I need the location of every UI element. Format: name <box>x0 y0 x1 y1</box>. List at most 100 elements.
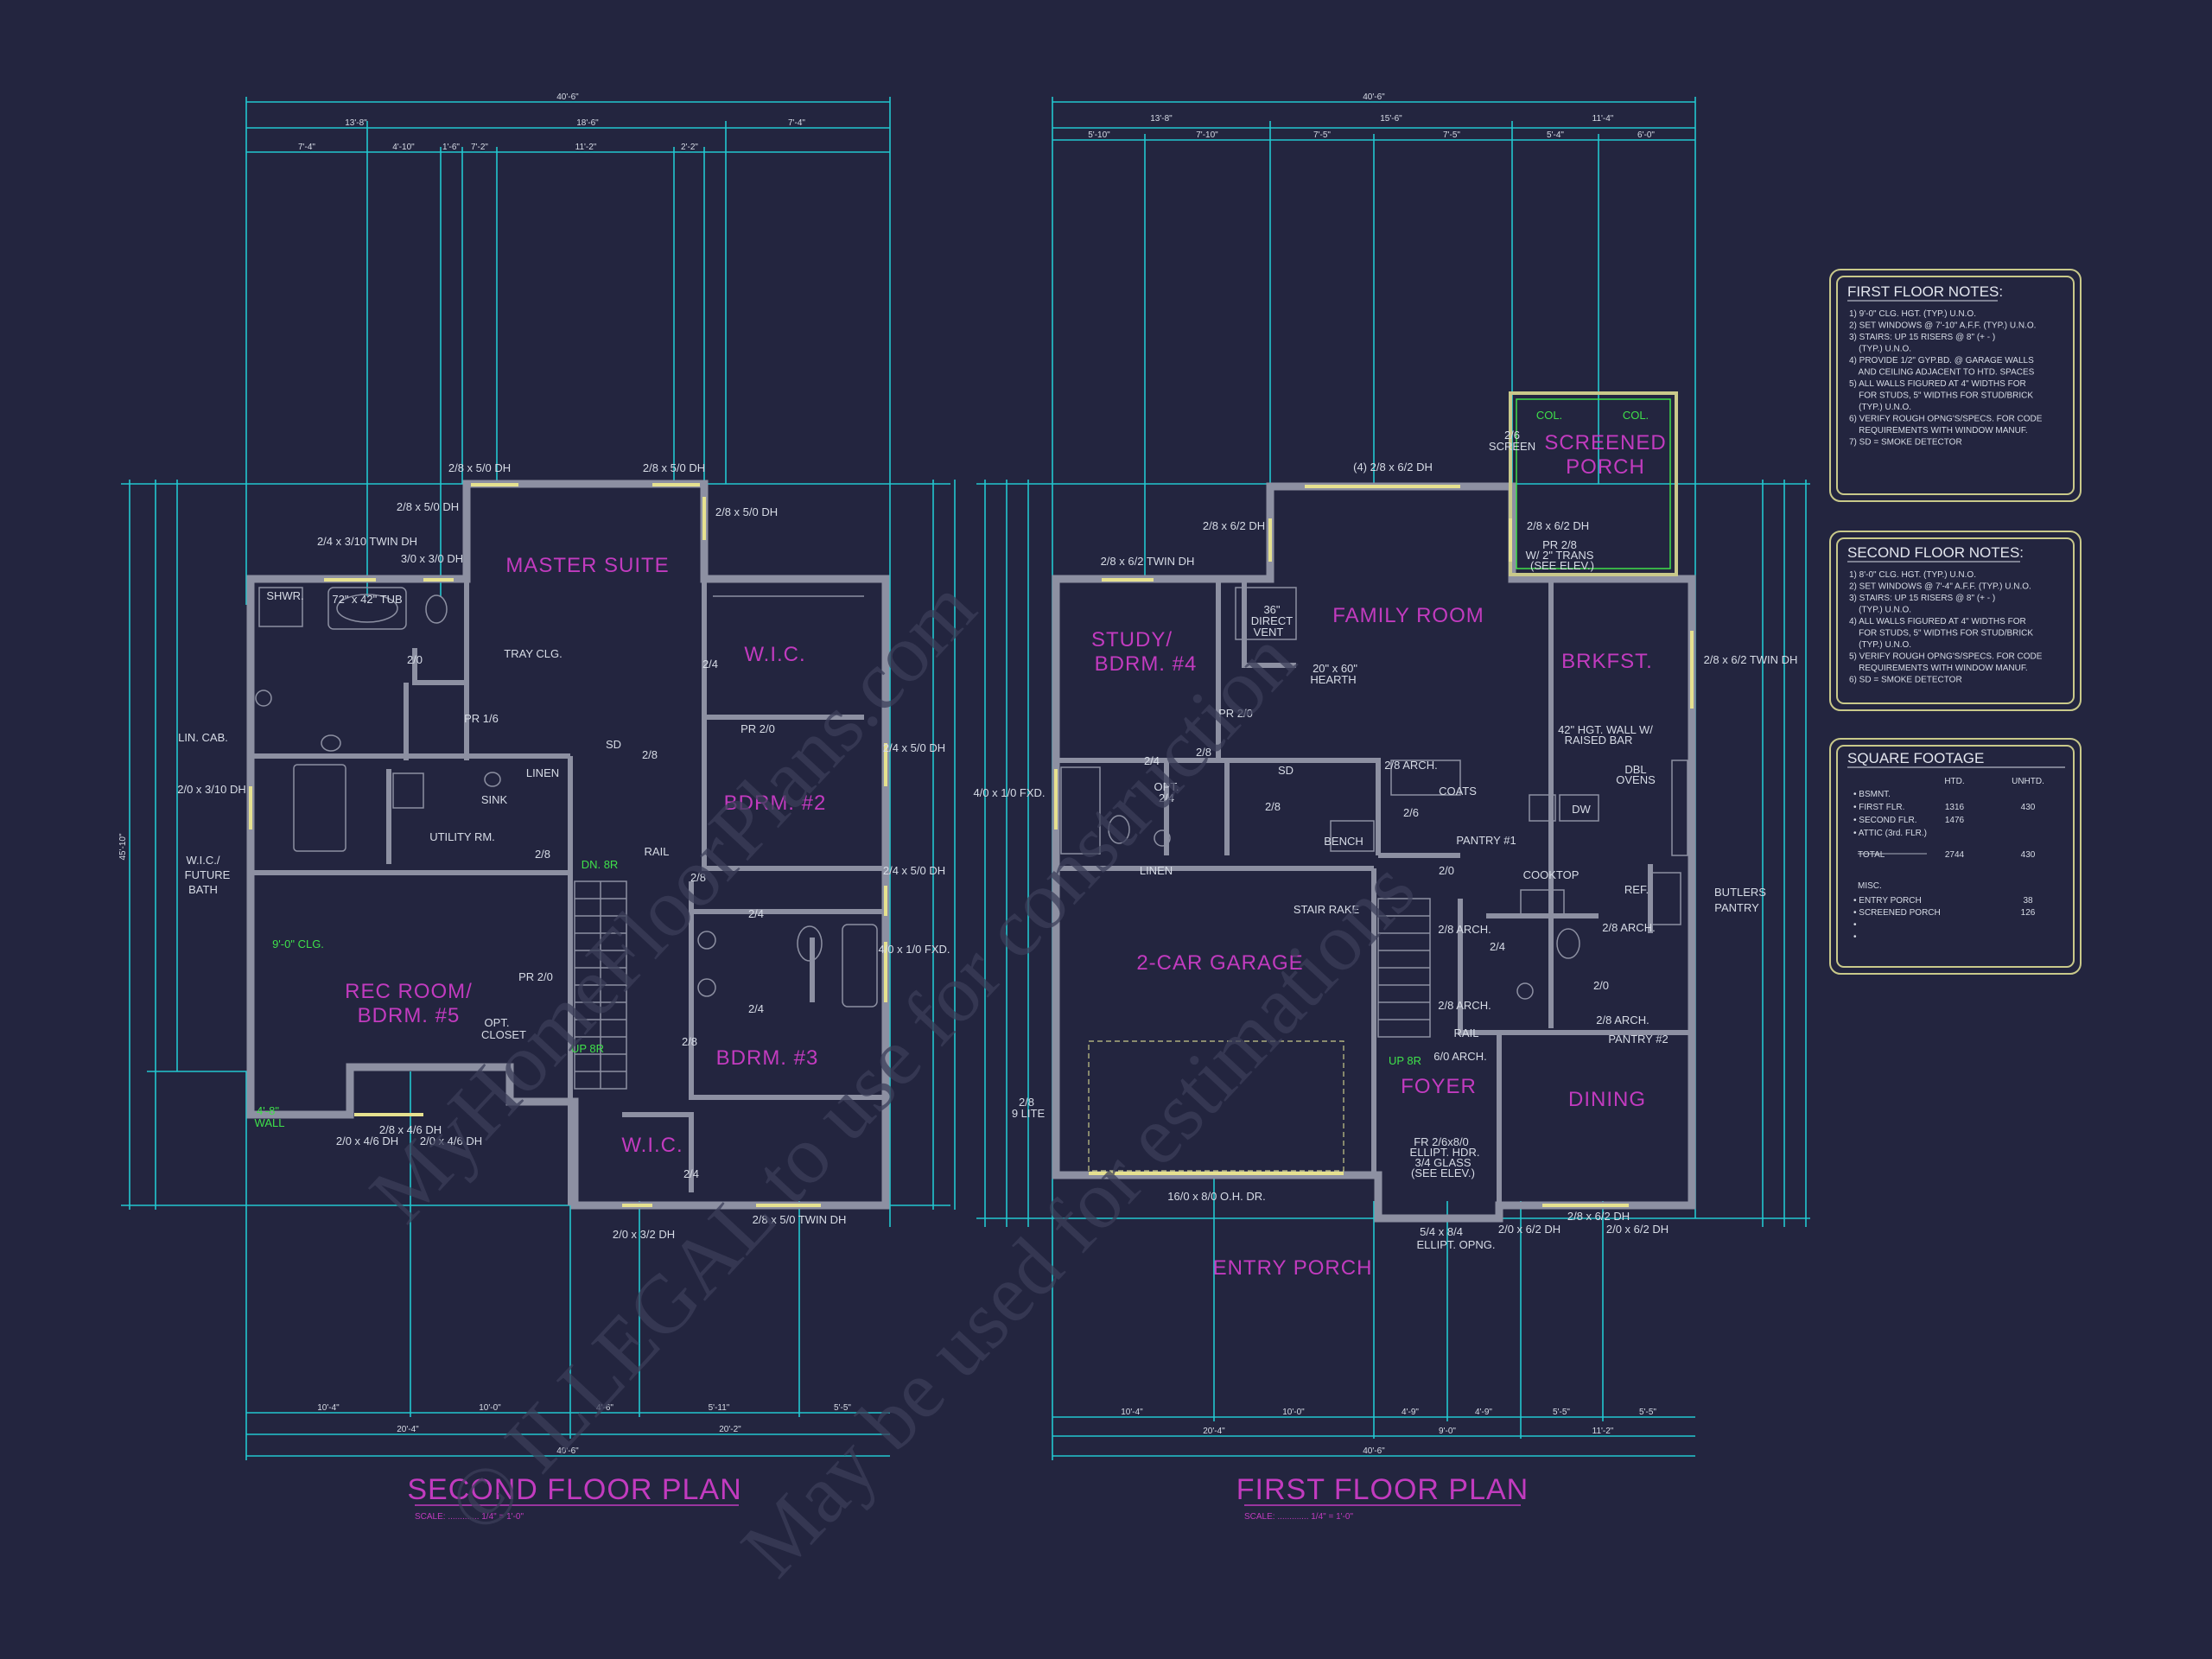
label: 2/8 ARCH. <box>1438 999 1491 1012</box>
sqft-col-htd: HTD. <box>1944 777 1964 786</box>
ff-top-dim: 15'-6" <box>1380 114 1402 124</box>
sqft-misc-label: • <box>1853 920 1857 930</box>
label: PR 1/6 <box>464 712 499 725</box>
label: 2/8 x 5/0 DH <box>715 505 778 518</box>
ff-bottom-dim: 4'-9" <box>1475 1408 1492 1417</box>
label: 2/8 <box>690 871 706 884</box>
label: PANTRY <box>1714 901 1759 914</box>
sf-top-dim: 18'-6" <box>576 118 599 128</box>
second-floor-windows <box>249 483 887 1207</box>
sf-left-overall: 45'-10" <box>118 833 128 860</box>
second-floor-note-line: (TYP.) U.N.O. <box>1849 640 1911 650</box>
second-floor-note-line: 6) SD = SMOKE DETECTOR <box>1849 676 1962 685</box>
label: COL. <box>1623 409 1649 422</box>
second-floor-note-line: 4) ALL WALLS FIGURED AT 4" WIDTHS FOR <box>1849 617 2026 626</box>
first-floor-title-block: FIRST FLOOR PLAN SCALE: ............. 1/… <box>1236 1473 1528 1522</box>
label: 2/8 <box>1265 800 1281 813</box>
ff-bottom-dim: 20'-4" <box>1203 1427 1225 1436</box>
sf-top-dim: 2'-2" <box>681 143 698 152</box>
room-porch: PORCH <box>1566 455 1645 479</box>
first-floor-note-line: 1) 9'-0" CLG. HGT. (TYP.) U.N.O. <box>1849 309 1976 319</box>
sqft-row-htd: 1476 <box>1945 816 1965 825</box>
label: 2/8 x 5/0 DH <box>397 500 459 513</box>
label: 2/8 ARCH. <box>1438 923 1491 936</box>
label: OVENS <box>1616 773 1656 786</box>
first-floor-note-line: (TYP.) U.N.O. <box>1849 345 1911 354</box>
label: (SEE ELEV.) <box>1411 1166 1475 1179</box>
sf-overall-bottom: 40'-6" <box>556 1446 579 1456</box>
second-floor-note-line: (TYP.) U.N.O. <box>1849 606 1911 615</box>
ff-bottom-dim: 10'-4" <box>1121 1408 1143 1417</box>
label: 2/4 <box>1490 940 1505 953</box>
label: UTILITY RM. <box>429 830 495 843</box>
label: 2/4 <box>683 1167 699 1180</box>
ff-bottom-dim: 11'-2" <box>1592 1427 1614 1436</box>
label: 3/0 x 3/0 DH <box>401 552 463 565</box>
sqft-row-label: • SECOND FLR. <box>1853 816 1917 825</box>
label: PANTRY #2 <box>1608 1033 1668 1046</box>
label: 16/0 x 8/0 O.H. DR. <box>1167 1190 1265 1203</box>
label: 20" x 60" <box>1313 662 1357 675</box>
ff-bottom-dim: 9'-0" <box>1439 1427 1456 1436</box>
first-floor-note-line: 6) VERIFY ROUGH OPNG'S/SPECS. FOR CODE <box>1849 415 2043 424</box>
sf-bottom-dim: 4'-6" <box>596 1403 613 1413</box>
room-bdrm3: BDRM. #3 <box>716 1046 819 1070</box>
sf-top-dim: 7'-4" <box>298 143 315 152</box>
square-footage-panel: SQUARE FOOTAGE HTD. UNHTD. • BSMNT.• FIR… <box>1829 738 2082 975</box>
label: DW <box>1572 803 1591 816</box>
sqft-row-label: • BSMNT. <box>1853 790 1891 799</box>
sqft-row-label: • ATTIC (3rd. FLR.) <box>1853 829 1927 838</box>
second-floor-notes-heading: SECOND FLOOR NOTES: <box>1847 544 2024 561</box>
label: 2/8 <box>535 848 550 861</box>
ff-top-dim: 6'-0" <box>1637 130 1655 140</box>
label: SD <box>606 738 621 751</box>
sf-top-dim: 7'-4" <box>788 118 805 128</box>
label: 2/8 x 5/0 DH <box>448 461 511 474</box>
label: 2/0 <box>407 653 423 666</box>
label: OPT. <box>485 1016 510 1029</box>
label: 2/8 <box>1019 1096 1034 1109</box>
first-floor-plan: 40'-6" 13'-8" 15'-6" 11'-4" 5'-10" 7'-10… <box>973 92 1810 1522</box>
ff-overall-bottom: 40'-6" <box>1363 1446 1385 1456</box>
room-bdrm4: BDRM. #4 <box>1095 652 1198 676</box>
room-wic-2: W.I.C. <box>621 1134 683 1157</box>
label: 2/8 x 6/2 DH <box>1203 519 1265 532</box>
sf-top-dim: 4'-10" <box>392 143 415 152</box>
label: HEARTH <box>1310 673 1356 686</box>
label: 3/4 GLASS <box>1414 1156 1471 1169</box>
first-floor-fixtures <box>1060 587 1688 1000</box>
sf-top-dim: 1'-6" <box>442 143 460 152</box>
sf-bottom-dim: 5'-11" <box>709 1403 730 1413</box>
label: 2/8 ARCH. <box>1602 921 1655 934</box>
label: 2/8 <box>682 1035 697 1048</box>
label: BATH <box>188 883 218 896</box>
label: 5/4 x 8/4 <box>1420 1225 1463 1238</box>
second-floor-right-dimensions <box>932 480 956 1210</box>
first-floor-notes-panel: FIRST FLOOR NOTES: 1) 9'-0" CLG. HGT. (T… <box>1829 269 2082 502</box>
label: 9'-0" CLG. <box>272 938 324 950</box>
sqft-misc-value: 126 <box>2021 908 2036 918</box>
label: PANTRY #1 <box>1456 834 1516 847</box>
label: CLOSET <box>481 1028 526 1041</box>
second-floor-title-block: SECOND FLOOR PLAN SCALE: ............. 1… <box>407 1473 741 1522</box>
ff-bottom-dim: 4'-9" <box>1402 1408 1419 1417</box>
second-floor-bottom-dimensions: 10'-4" 10'-0" 4'-6" 5'-11" 5'-5" 20'-4" … <box>245 1071 890 1460</box>
first-floor-note-line: 4) PROVIDE 1/2" GYP.BD. @ GARAGE WALLS <box>1849 356 2034 365</box>
label: DIRECT <box>1251 614 1293 627</box>
second-floor-top-dimensions: 40'-6" 13'-8" 18'-6" 7'-4" 7'-4" 4'-10" … <box>245 92 891 1227</box>
room-foyer: FOYER <box>1401 1075 1477 1098</box>
first-floor-note-line: (TYP.) U.N.O. <box>1849 403 1911 412</box>
label: 2/0 x 6/2 DH <box>1606 1223 1669 1236</box>
second-floor-note-line: 3) STAIRS: UP 15 RISERS @ 8" (+ - ) <box>1849 594 1995 603</box>
label: DN. 8R <box>582 858 619 871</box>
sqft-row-htd: 1316 <box>1945 803 1965 812</box>
label: 9 LITE <box>1012 1107 1046 1120</box>
ff-top-dim: 7'-10" <box>1196 130 1218 140</box>
second-floor-stairs <box>574 880 627 1090</box>
first-floor-note-line: FOR STUDS, 5" WIDTHS FOR STUD/BRICK <box>1849 391 2033 401</box>
sqft-misc-label: • ENTRY PORCH <box>1853 896 1922 906</box>
garage-car-outline <box>1088 1040 1344 1172</box>
label: 4'-8" <box>257 1104 279 1117</box>
second-floor-notes-lines: 1) 8'-0" CLG. HGT. (TYP.) U.N.O.2) SET W… <box>1849 570 2043 685</box>
